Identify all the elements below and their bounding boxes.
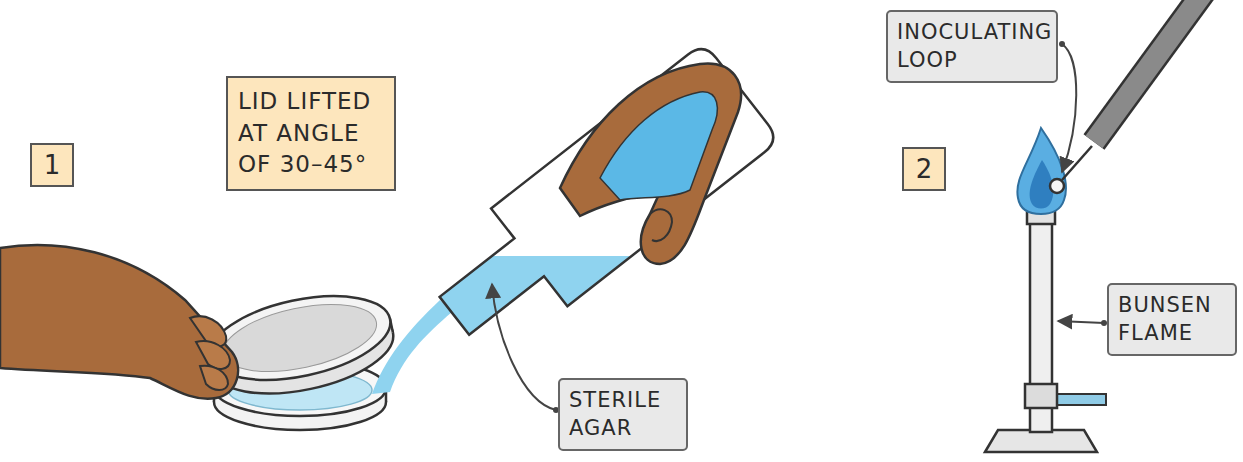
step-number: 2	[902, 147, 946, 191]
agar-bottle	[360, 42, 780, 456]
part-label: INOCULATING LOOP	[886, 10, 1058, 83]
flame	[1017, 128, 1066, 214]
leader-dot	[1059, 41, 1065, 47]
instruction-box: LID LIFTED AT ANGLE OF 30–45°	[226, 76, 396, 191]
label-text: INOCULATING LOOP	[897, 18, 1047, 75]
label-text: 1	[44, 152, 61, 178]
label-text: LID LIFTED AT ANGLE OF 30–45°	[238, 86, 384, 181]
label-text: BUNSEN FLAME	[1118, 291, 1226, 348]
leader-line	[1058, 321, 1104, 323]
bunsen-burner	[985, 208, 1106, 452]
leader-line	[1062, 44, 1076, 172]
inoculating-loop	[1050, 0, 1205, 193]
leader-line	[492, 284, 556, 410]
part-label: STERILE AGAR	[558, 378, 688, 451]
agar-stream	[372, 300, 452, 394]
label-text: STERILE AGAR	[569, 386, 677, 443]
label-text: 2	[916, 156, 933, 182]
part-label: BUNSEN FLAME	[1107, 283, 1237, 356]
right-hand	[560, 64, 741, 264]
step-number: 1	[30, 143, 74, 187]
left-hand	[0, 245, 238, 399]
